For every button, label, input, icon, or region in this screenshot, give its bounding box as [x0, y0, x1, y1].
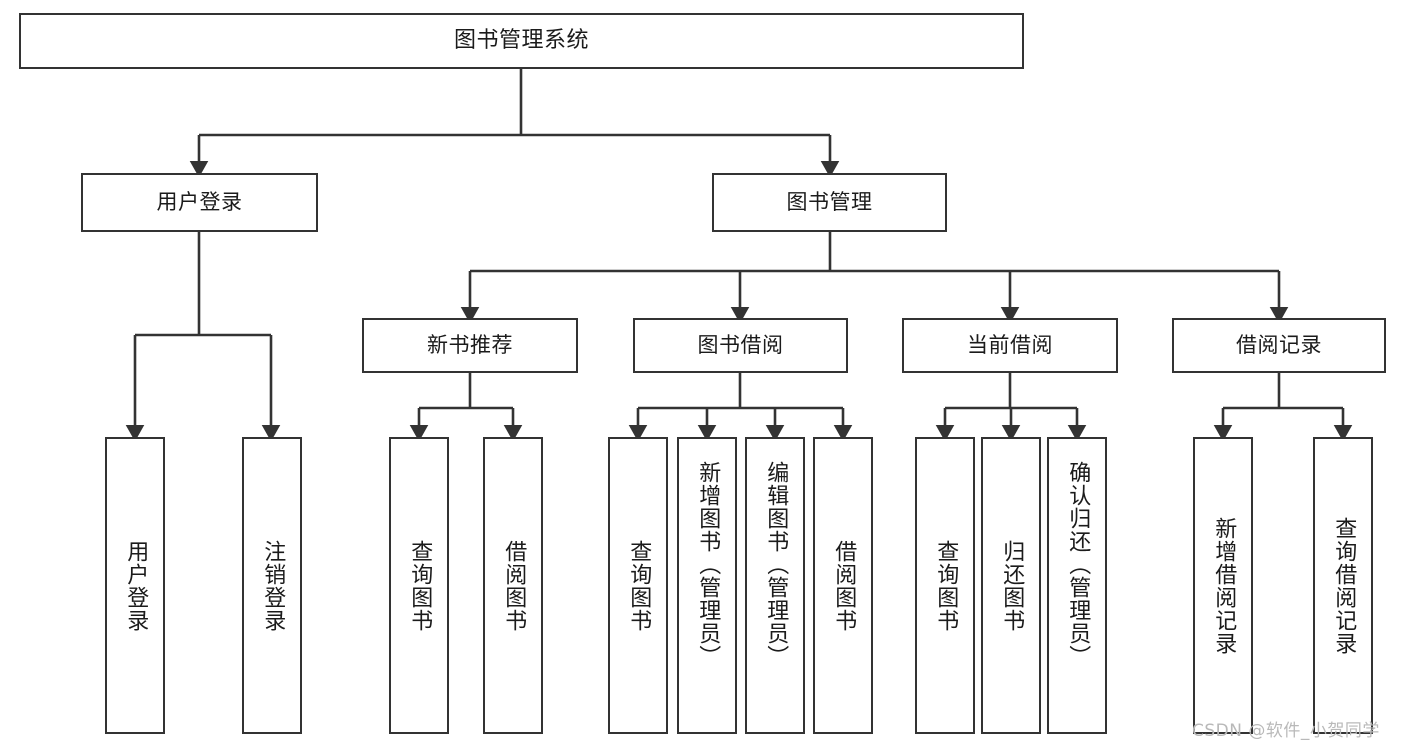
node-label: 当前借阅 [967, 333, 1053, 358]
node-label: 图书借阅 [697, 333, 784, 358]
node-leaf-borrow-book-1[interactable]: 借阅图书 [483, 437, 543, 734]
node-label: 新增图书（管理员） [695, 461, 721, 668]
node-leaf-logout[interactable]: 注销登录 [242, 437, 302, 734]
node-current-borrow[interactable]: 当前借阅 [902, 318, 1118, 373]
node-label: 新书推荐 [427, 333, 513, 358]
node-book-borrow[interactable]: 图书借阅 [633, 318, 848, 373]
node-leaf-confirm-return[interactable]: 确认归还（管理员） [1047, 437, 1107, 734]
node-leaf-edit-book[interactable]: 编辑图书（管理员） [745, 437, 805, 734]
node-label: 用户登录 [156, 190, 243, 215]
node-leaf-borrow-book-2[interactable]: 借阅图书 [813, 437, 873, 734]
node-label: 借阅图书 [831, 539, 857, 632]
node-book-manage[interactable]: 图书管理 [712, 173, 947, 232]
node-leaf-query-book-2[interactable]: 查询图书 [608, 437, 668, 734]
node-leaf-query-book-1[interactable]: 查询图书 [389, 437, 449, 734]
node-label: 借阅图书 [501, 539, 527, 632]
node-leaf-query-book-3[interactable]: 查询图书 [915, 437, 975, 734]
node-root-system[interactable]: 图书管理系统 [19, 13, 1024, 69]
node-label: 编辑图书（管理员） [763, 461, 789, 668]
node-leaf-user-login[interactable]: 用户登录 [105, 437, 165, 734]
node-leaf-return-book[interactable]: 归还图书 [981, 437, 1041, 734]
node-label: 查询借阅记录 [1331, 516, 1357, 655]
node-label: 图书管理系统 [453, 28, 589, 54]
node-leaf-add-record[interactable]: 新增借阅记录 [1193, 437, 1253, 734]
node-label: 查询图书 [933, 539, 959, 632]
node-label: 借阅记录 [1236, 333, 1322, 358]
node-user-login[interactable]: 用户登录 [81, 173, 318, 232]
node-leaf-query-record[interactable]: 查询借阅记录 [1313, 437, 1373, 734]
node-label: 查询图书 [407, 539, 433, 632]
node-label: 用户登录 [123, 539, 149, 632]
node-label: 归还图书 [999, 539, 1025, 632]
node-label: 确认归还（管理员） [1065, 461, 1091, 668]
node-label: 图书管理 [786, 190, 873, 215]
node-new-book-rec[interactable]: 新书推荐 [362, 318, 578, 373]
node-label: 注销登录 [260, 539, 286, 632]
node-label: 查询图书 [626, 539, 652, 632]
node-leaf-add-book[interactable]: 新增图书（管理员） [677, 437, 737, 734]
node-borrow-record[interactable]: 借阅记录 [1172, 318, 1386, 373]
csdn-watermark: CSDN @软件_小贺同学 [1192, 721, 1380, 741]
node-label: 新增借阅记录 [1211, 516, 1237, 655]
